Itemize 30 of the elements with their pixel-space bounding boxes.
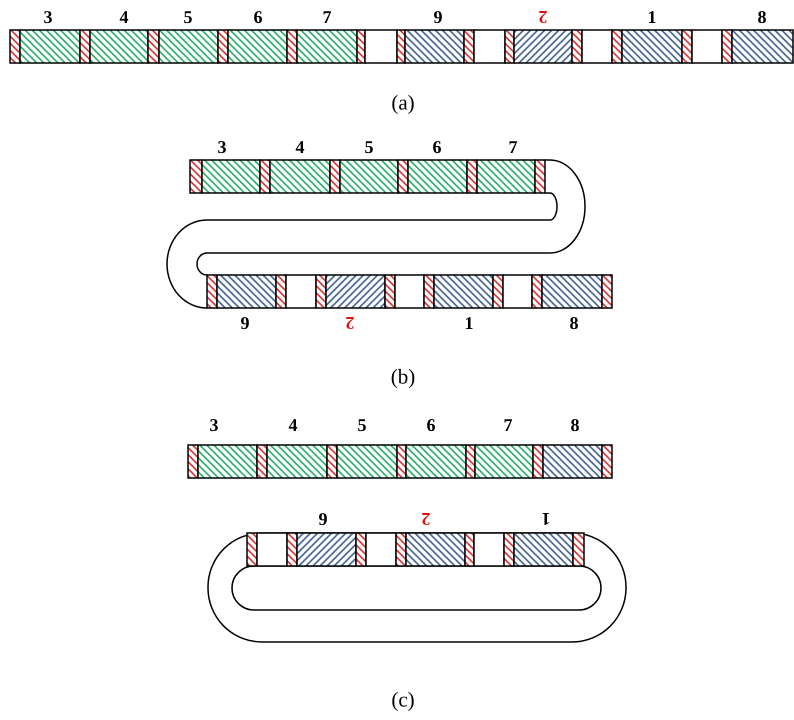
segment-number: 2 xyxy=(538,8,548,26)
segment-number: 6 xyxy=(254,8,262,26)
segment-number: 7 xyxy=(508,138,518,156)
segment-number: 1 xyxy=(542,510,550,528)
segment-number: 4 xyxy=(288,416,298,434)
panel-caption: (a) xyxy=(391,92,415,114)
segment-number: 1 xyxy=(648,8,656,26)
segment-number: 3 xyxy=(210,416,218,434)
segment-number: 4 xyxy=(296,138,304,156)
segment-number: 8 xyxy=(570,416,580,434)
segment-number: 8 xyxy=(758,8,766,26)
segment-number: 7 xyxy=(504,416,512,434)
segment-number: 9 xyxy=(434,8,442,26)
segment-number: 6 xyxy=(432,138,442,156)
segment-number: 7 xyxy=(322,8,332,26)
segment-number: 3 xyxy=(218,138,226,156)
segment-number: 5 xyxy=(184,8,192,26)
segment-number: 5 xyxy=(364,138,374,156)
panel-caption: (b) xyxy=(390,366,416,388)
segment-number: 9 xyxy=(318,510,328,528)
panel-caption: (c) xyxy=(391,690,415,710)
segment-number: 5 xyxy=(358,416,366,434)
segment-number: 4 xyxy=(120,8,128,26)
segment-number: 9 xyxy=(240,314,250,332)
segment-number: 6 xyxy=(426,416,436,434)
segment-number: 2 xyxy=(346,314,354,332)
segment-number: 2 xyxy=(422,510,430,528)
segment-number: 8 xyxy=(570,314,578,332)
segment-number: 1 xyxy=(464,314,474,332)
segment-number: 3 xyxy=(44,8,52,26)
